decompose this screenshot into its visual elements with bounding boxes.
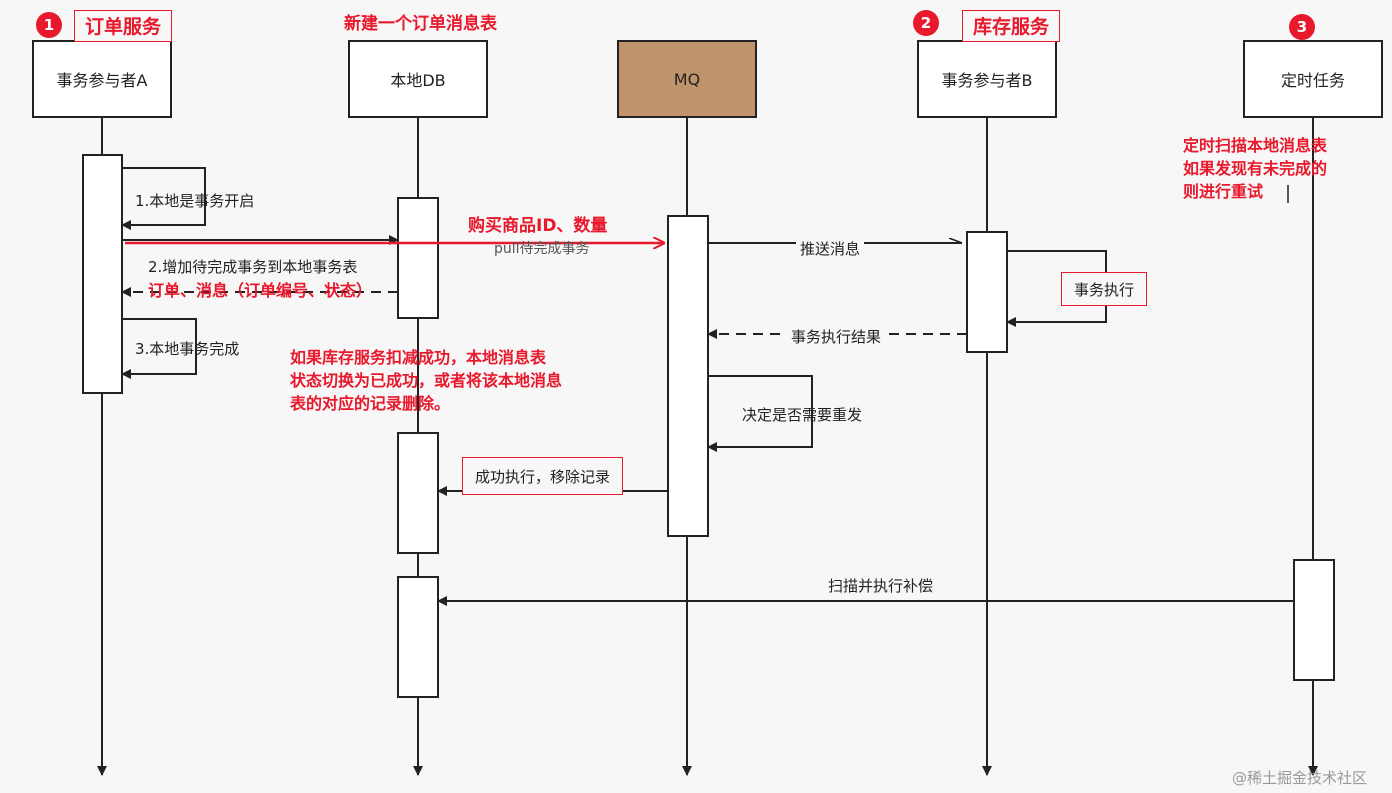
label-exec-result: 事务执行结果 (787, 326, 886, 347)
timer-note-line1: 定时扫描本地消息表 (1183, 136, 1328, 155)
self-loop-step3 (121, 318, 197, 379)
new-table-title: 新建一个订单消息表 (344, 14, 497, 34)
self-loop-decide (707, 375, 813, 452)
self-loop-step1 (121, 167, 206, 230)
participant-a: 事务参与者A (32, 40, 172, 118)
activation-mq (667, 215, 709, 537)
badge-two: 2 (913, 10, 939, 36)
stock-note-line2: 状态切换为已成功，或者将该本地消息 (290, 371, 563, 390)
participant-db: 本地DB (348, 40, 488, 118)
order-service-title: 订单服务 (74, 10, 173, 42)
participant-timer-label: 定时任务 (1280, 71, 1345, 90)
stock-note-line1: 如果库存服务扣减成功，本地消息表 (290, 348, 547, 367)
activation-a (82, 154, 123, 394)
participant-db-label: 本地DB (390, 71, 446, 90)
timer-note-line3: 则进行重试 (1183, 182, 1264, 201)
label-decide: 决定是否需要重发 (742, 406, 863, 424)
activation-b (966, 231, 1008, 353)
activation-timer (1293, 559, 1335, 681)
participant-timer: 定时任务 (1243, 40, 1383, 118)
watermark: @稀土掘金技术社区 (1232, 769, 1368, 787)
badge-three: 3 (1289, 14, 1315, 40)
label-success-remove-text: 成功执行，移除记录 (475, 467, 611, 486)
stock-note: 如果库存服务扣减成功，本地消息表 状态切换为已成功，或者将该本地消息 表的对应的… (290, 346, 562, 415)
label-exec-text: 事务执行 (1074, 280, 1135, 299)
badge-one: 1 (36, 12, 62, 38)
timer-note-line2: 如果发现有未完成的 (1183, 159, 1328, 178)
participant-b: 事务参与者B (917, 40, 1057, 118)
participant-a-label: 事务参与者A (56, 71, 148, 90)
label-buy: 购买商品ID、数量 (468, 216, 608, 236)
participant-mq: MQ (617, 40, 757, 118)
label-step2-detail: 订单、消息（订单编号、状态） (148, 281, 373, 300)
timer-note: 定时扫描本地消息表 如果发现有未完成的 则进行重试 (1183, 134, 1327, 203)
label-scan: 扫描并执行补偿 (828, 577, 934, 595)
stock-service-title: 库存服务 (962, 10, 1061, 42)
label-step1: 1.本地是事务开启 (135, 192, 255, 210)
participant-mq-label: MQ (673, 69, 701, 89)
participant-b-label: 事务参与者B (941, 71, 1033, 90)
label-exec: 事务执行 (1061, 272, 1148, 306)
activation-db-3 (397, 576, 439, 698)
label-success-remove: 成功执行，移除记录 (462, 457, 624, 495)
activation-db-2 (397, 432, 439, 554)
label-pull: pull待完成事务 (494, 241, 590, 257)
label-step2: 2.增加待完成事务到本地事务表 (148, 258, 358, 276)
label-push: 推送消息 (796, 238, 865, 259)
activation-db-1 (397, 197, 439, 319)
label-step3: 3.本地事务完成 (135, 340, 240, 358)
stock-note-line3: 表的对应的记录删除。 (290, 394, 451, 413)
